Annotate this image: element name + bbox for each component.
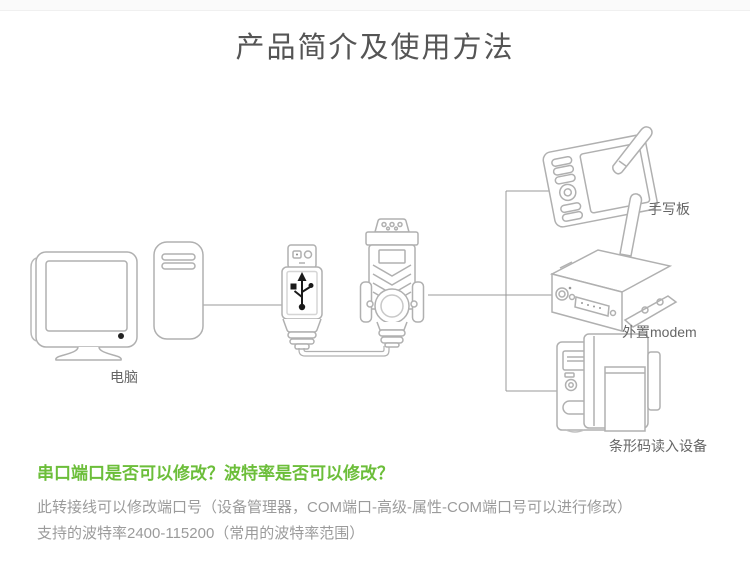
faq-answer-line-1: 此转接线可以修改端口号（设备管理器，COM端口-高级-属性-COM端口号可以进行… [37,499,632,516]
faq-question: 串口端口是否可以修改？波特率是否可以修改？ [37,464,394,483]
cable [298,346,390,357]
desktop-computer-icon [30,241,204,361]
modem-label: 外置modem [622,324,697,340]
usb-trident-symbol [290,272,314,311]
connector-lines [203,190,559,392]
page-title: 产品简介及使用方法 [235,32,515,64]
serial-db9-connector-icon [359,218,425,348]
barcode-reader-label: 条形码读入设备 [609,438,707,454]
computer-label: 电脑 [110,369,138,385]
barcode-printer-icon [556,333,661,433]
tablet-label: 手写板 [648,201,690,217]
tower-icon [153,241,204,340]
faq-answer-line-2: 支持的波特率2400-115200（常用的波特率范围） [37,525,365,542]
stylus-pen-icon [612,126,653,175]
usb-connector-icon [281,244,323,350]
monitor-icon [30,251,138,361]
external-modem-icon [549,193,678,332]
faq-answer: 此转接线可以修改端口号（设备管理器，COM端口-高级-属性-COM端口号可以进行… [37,495,727,547]
top-divider [0,0,750,11]
